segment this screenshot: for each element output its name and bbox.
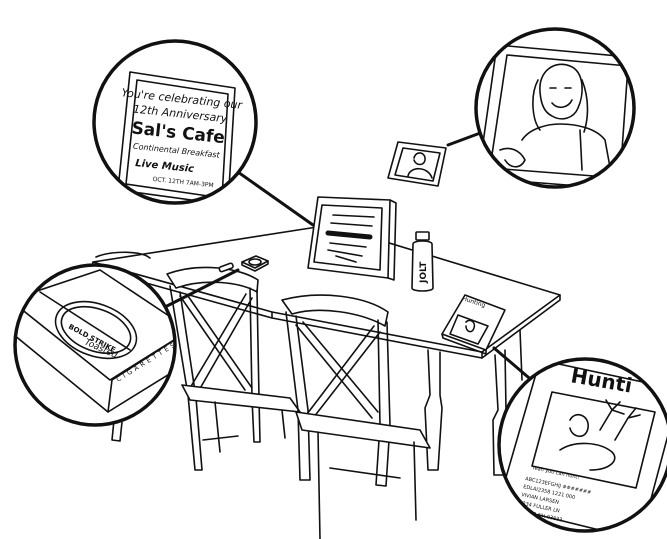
chair-middle <box>166 266 301 471</box>
callout-line-portrait <box>446 130 485 147</box>
chair-front <box>281 294 431 539</box>
zoom-sign: You're celebrating our 12th Anniversary … <box>92 39 258 205</box>
zoom-cigarettes: BOLD STRIKE Toasted CIGARETTES <box>13 263 177 427</box>
zoom-magazine: Hunti Yeah you can hunt! ABC123EFGHIJ ##… <box>497 357 667 533</box>
zoom-portrait <box>474 27 636 189</box>
bottle-label: JOLT <box>419 261 429 284</box>
sign-frame <box>307 196 397 281</box>
callout-line-sign <box>226 163 315 227</box>
callout-line-magazine <box>492 346 537 385</box>
lighter <box>218 262 234 273</box>
cigarette-pack <box>241 255 269 272</box>
jolt-bottle: JOLT <box>411 231 434 292</box>
small-portrait-frame <box>387 141 447 187</box>
callout-line-cigarettes <box>163 268 240 309</box>
hunting-magazine: Hunting <box>441 294 506 355</box>
